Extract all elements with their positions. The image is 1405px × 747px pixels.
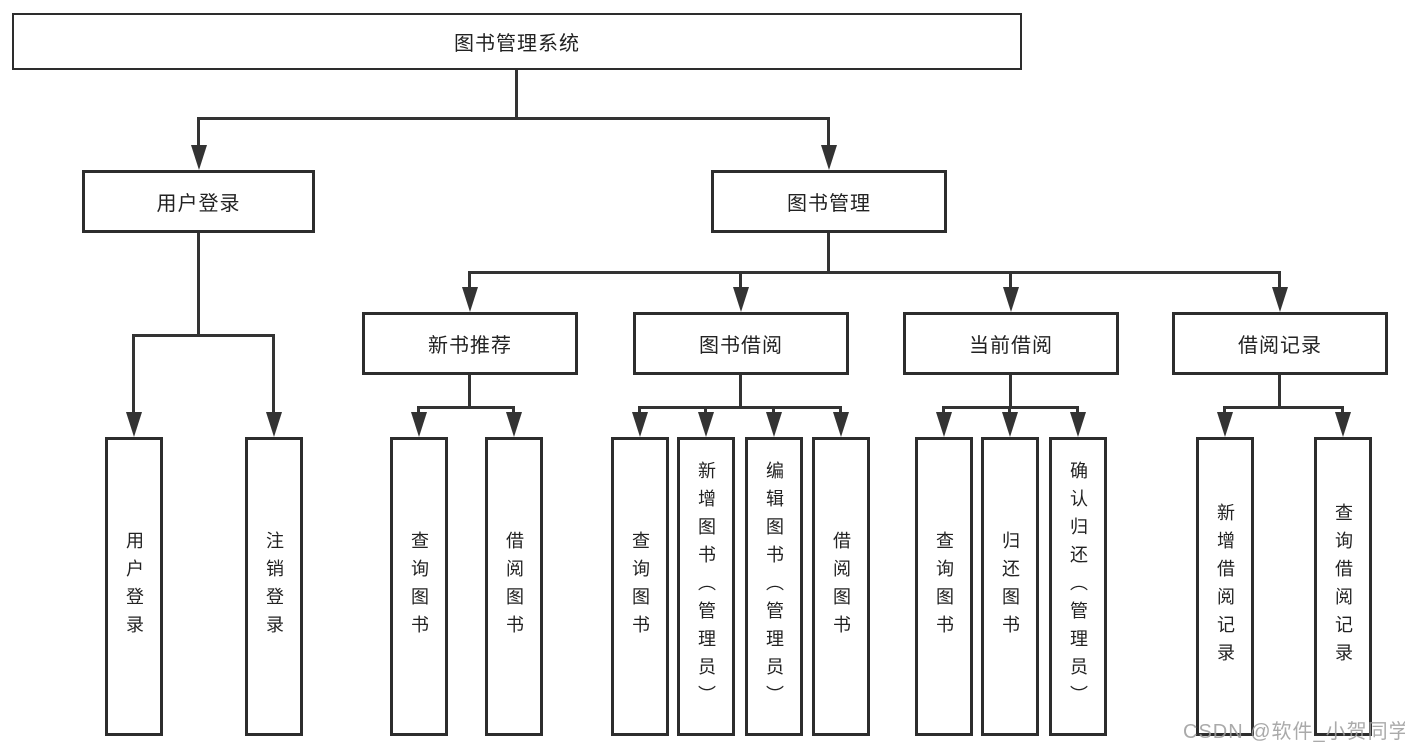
arrow-down-icon xyxy=(833,412,849,437)
connector-line xyxy=(132,334,275,337)
node-label: 借阅图书 xyxy=(504,530,524,643)
connector-line xyxy=(638,406,842,409)
connector-line xyxy=(417,406,515,409)
node-label: 确认归还（管理员） xyxy=(1068,460,1088,713)
connector-line xyxy=(739,375,742,409)
node-label: 新增图书（管理员） xyxy=(696,460,716,713)
arrow-down-icon xyxy=(1070,412,1086,437)
leaf-add-borrow-record: 新增借阅记录 xyxy=(1196,437,1254,736)
arrow-down-icon xyxy=(506,412,522,437)
connector-line xyxy=(827,118,830,162)
arrow-down-icon xyxy=(1002,412,1018,437)
node-label: 查询图书 xyxy=(409,530,429,643)
arrow-down-icon xyxy=(1335,412,1351,437)
connector-line xyxy=(1009,375,1012,409)
leaf-borrow-books: 借阅图书 xyxy=(812,437,870,736)
node-label: 查询图书 xyxy=(630,530,650,643)
node-label: 借阅记录 xyxy=(1238,335,1322,357)
connector-line xyxy=(1278,375,1281,409)
node-borrow-records: 借阅记录 xyxy=(1172,312,1388,375)
node-label: 查询借阅记录 xyxy=(1333,502,1353,671)
leaf-return-books: 归还图书 xyxy=(981,437,1039,736)
connector-line xyxy=(197,117,830,120)
arrow-down-icon xyxy=(632,412,648,437)
connector-line xyxy=(468,271,1281,274)
arrow-down-icon xyxy=(266,412,282,437)
watermark: CSDN @软件_小贺同学 xyxy=(1183,721,1405,743)
leaf-add-books-admin: 新增图书（管理员） xyxy=(677,437,735,736)
arrow-down-icon xyxy=(766,412,782,437)
node-new-book-recommend: 新书推荐 xyxy=(362,312,578,375)
node-label: 图书借阅 xyxy=(699,335,783,357)
leaf-user-login: 用户登录 xyxy=(105,437,163,736)
arrow-down-icon xyxy=(191,145,207,170)
node-label: 编辑图书（管理员） xyxy=(764,460,784,713)
leaf-edit-books-admin: 编辑图书（管理员） xyxy=(745,437,803,736)
leaf-query-borrow-record: 查询借阅记录 xyxy=(1314,437,1372,736)
arrow-down-icon xyxy=(126,412,142,437)
node-book-management-module: 图书管理 xyxy=(711,170,947,233)
arrow-down-icon xyxy=(1272,287,1288,312)
node-label: 图书管理系统 xyxy=(454,33,580,55)
connector-line xyxy=(132,335,135,429)
arrow-down-icon xyxy=(733,287,749,312)
node-book-borrow: 图书借阅 xyxy=(633,312,849,375)
node-label: 用户登录 xyxy=(156,193,241,215)
arrow-down-icon xyxy=(1003,287,1019,312)
node-label: 新书推荐 xyxy=(428,335,512,357)
node-label: 用户登录 xyxy=(124,530,144,643)
node-label: 借阅图书 xyxy=(831,530,851,643)
connector-line xyxy=(1223,406,1344,409)
node-label: 归还图书 xyxy=(1000,530,1020,643)
arrow-down-icon xyxy=(411,412,427,437)
leaf-current-query-books: 查询图书 xyxy=(915,437,973,736)
node-label: 当前借阅 xyxy=(969,335,1053,357)
arrow-down-icon xyxy=(462,287,478,312)
connector-line xyxy=(827,233,830,274)
node-label: 查询图书 xyxy=(934,530,954,643)
leaf-recommend-query-books: 查询图书 xyxy=(390,437,448,736)
node-system-root: 图书管理系统 xyxy=(12,13,1022,70)
node-user-login-module: 用户登录 xyxy=(82,170,315,233)
node-label: 新增借阅记录 xyxy=(1215,502,1235,671)
leaf-borrow-query-books: 查询图书 xyxy=(611,437,669,736)
arrow-down-icon xyxy=(1217,412,1233,437)
connector-line xyxy=(197,233,200,337)
node-label: 图书管理 xyxy=(787,193,871,215)
leaf-confirm-return-admin: 确认归还（管理员） xyxy=(1049,437,1107,736)
arrow-down-icon xyxy=(936,412,952,437)
arrow-down-icon xyxy=(821,145,837,170)
connector-line xyxy=(272,335,275,429)
leaf-logout: 注销登录 xyxy=(245,437,303,736)
connector-line xyxy=(468,375,471,409)
leaf-recommend-borrow-books: 借阅图书 xyxy=(485,437,543,736)
connector-line xyxy=(197,118,200,162)
connector-line xyxy=(515,70,518,120)
node-current-borrow: 当前借阅 xyxy=(903,312,1119,375)
arrow-down-icon xyxy=(698,412,714,437)
node-label: 注销登录 xyxy=(264,530,284,643)
